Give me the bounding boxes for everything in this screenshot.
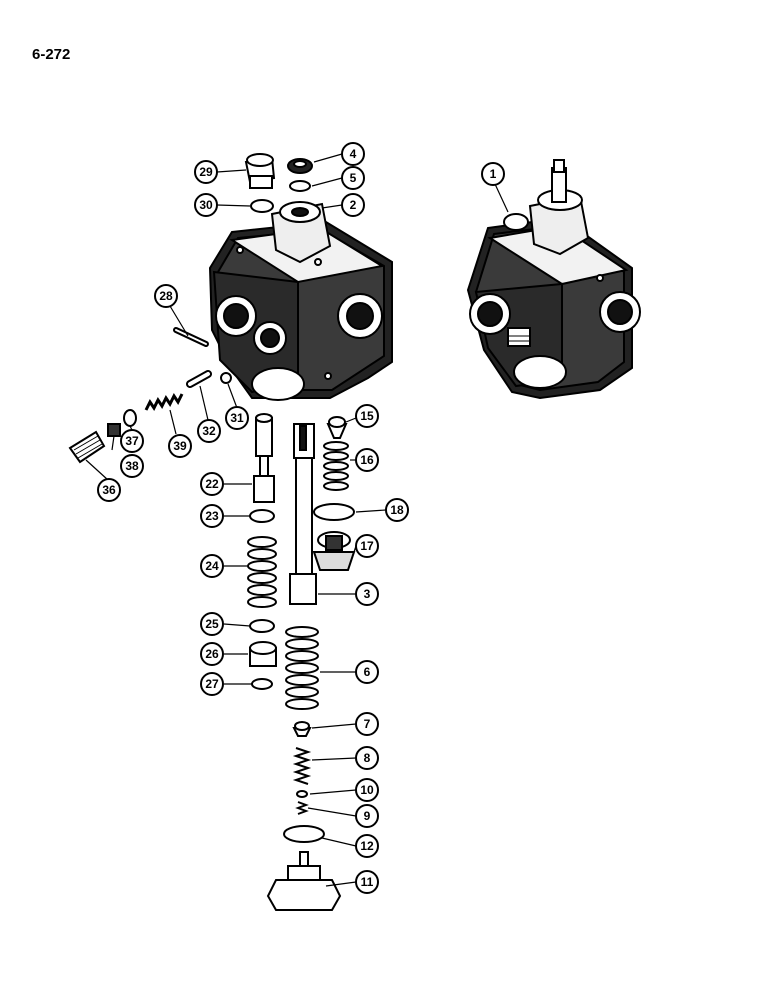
callout-36: 36 (97, 478, 121, 502)
callout-28: 28 (154, 284, 178, 308)
svg-text:22: 22 (205, 477, 219, 491)
page-number: 6-272 (32, 46, 71, 63)
svg-text:6: 6 (364, 665, 371, 679)
callout-23: 23 (200, 504, 224, 528)
valve-body-assembled (466, 159, 641, 400)
svg-text:12: 12 (360, 839, 374, 853)
callout-31: 31 (225, 406, 249, 430)
svg-text:25: 25 (205, 617, 219, 631)
callout-32: 32 (197, 419, 221, 443)
callout-12: 12 (355, 834, 379, 858)
svg-text:29: 29 (199, 165, 213, 179)
callout-6: 6 (355, 660, 379, 684)
callout-4: 4 (341, 142, 365, 166)
callout-1: 1 (481, 162, 505, 186)
svg-text:23: 23 (205, 509, 219, 523)
callout-17: 17 (355, 534, 379, 558)
svg-text:27: 27 (205, 677, 219, 691)
callout-15: 15 (355, 404, 379, 428)
spring-6 (285, 626, 319, 710)
callout-18: 18 (385, 498, 409, 522)
callout-leaders (85, 153, 509, 887)
svg-text:18: 18 (390, 503, 404, 517)
callout-9: 9 (355, 804, 379, 828)
callout-26: 26 (200, 642, 224, 666)
callout-16: 16 (355, 448, 379, 472)
svg-text:31: 31 (230, 411, 244, 425)
svg-text:38: 38 (125, 459, 139, 473)
callout-38: 38 (120, 454, 144, 478)
svg-text:32: 32 (202, 424, 216, 438)
svg-text:16: 16 (360, 453, 374, 467)
svg-text:26: 26 (205, 647, 219, 661)
svg-text:15: 15 (360, 409, 374, 423)
svg-text:3: 3 (364, 587, 371, 601)
svg-text:24: 24 (205, 559, 219, 573)
svg-text:5: 5 (350, 171, 357, 185)
svg-text:37: 37 (125, 434, 139, 448)
svg-text:7: 7 (364, 717, 371, 731)
callout-2: 2 (341, 193, 365, 217)
callout-29: 29 (194, 160, 218, 184)
callout-3: 3 (355, 582, 379, 606)
svg-text:2: 2 (350, 198, 357, 212)
callout-11: 11 (355, 870, 379, 894)
callout-37: 37 (120, 429, 144, 453)
callout-25: 25 (200, 612, 224, 636)
spring-16 (323, 441, 349, 491)
svg-text:36: 36 (102, 483, 116, 497)
callout-22: 22 (200, 472, 224, 496)
callout-27: 27 (200, 672, 224, 696)
svg-text:11: 11 (361, 875, 374, 889)
callout-30: 30 (194, 193, 218, 217)
valve-parts (68, 153, 356, 911)
callout-39: 39 (168, 434, 192, 458)
valve-body-exploded (208, 201, 393, 401)
spring-24 (247, 536, 277, 608)
callout-5: 5 (341, 166, 365, 190)
svg-text:39: 39 (173, 439, 187, 453)
callout-24: 24 (200, 554, 224, 578)
svg-text:8: 8 (364, 751, 371, 765)
svg-text:1: 1 (490, 167, 497, 181)
callout-10: 10 (355, 778, 379, 802)
svg-text:4: 4 (350, 147, 357, 161)
callout-7: 7 (355, 712, 379, 736)
svg-text:17: 17 (360, 539, 374, 553)
svg-text:30: 30 (199, 198, 213, 212)
svg-text:28: 28 (159, 289, 173, 303)
svg-text:10: 10 (360, 783, 374, 797)
svg-text:9: 9 (364, 809, 371, 823)
callout-8: 8 (355, 746, 379, 770)
